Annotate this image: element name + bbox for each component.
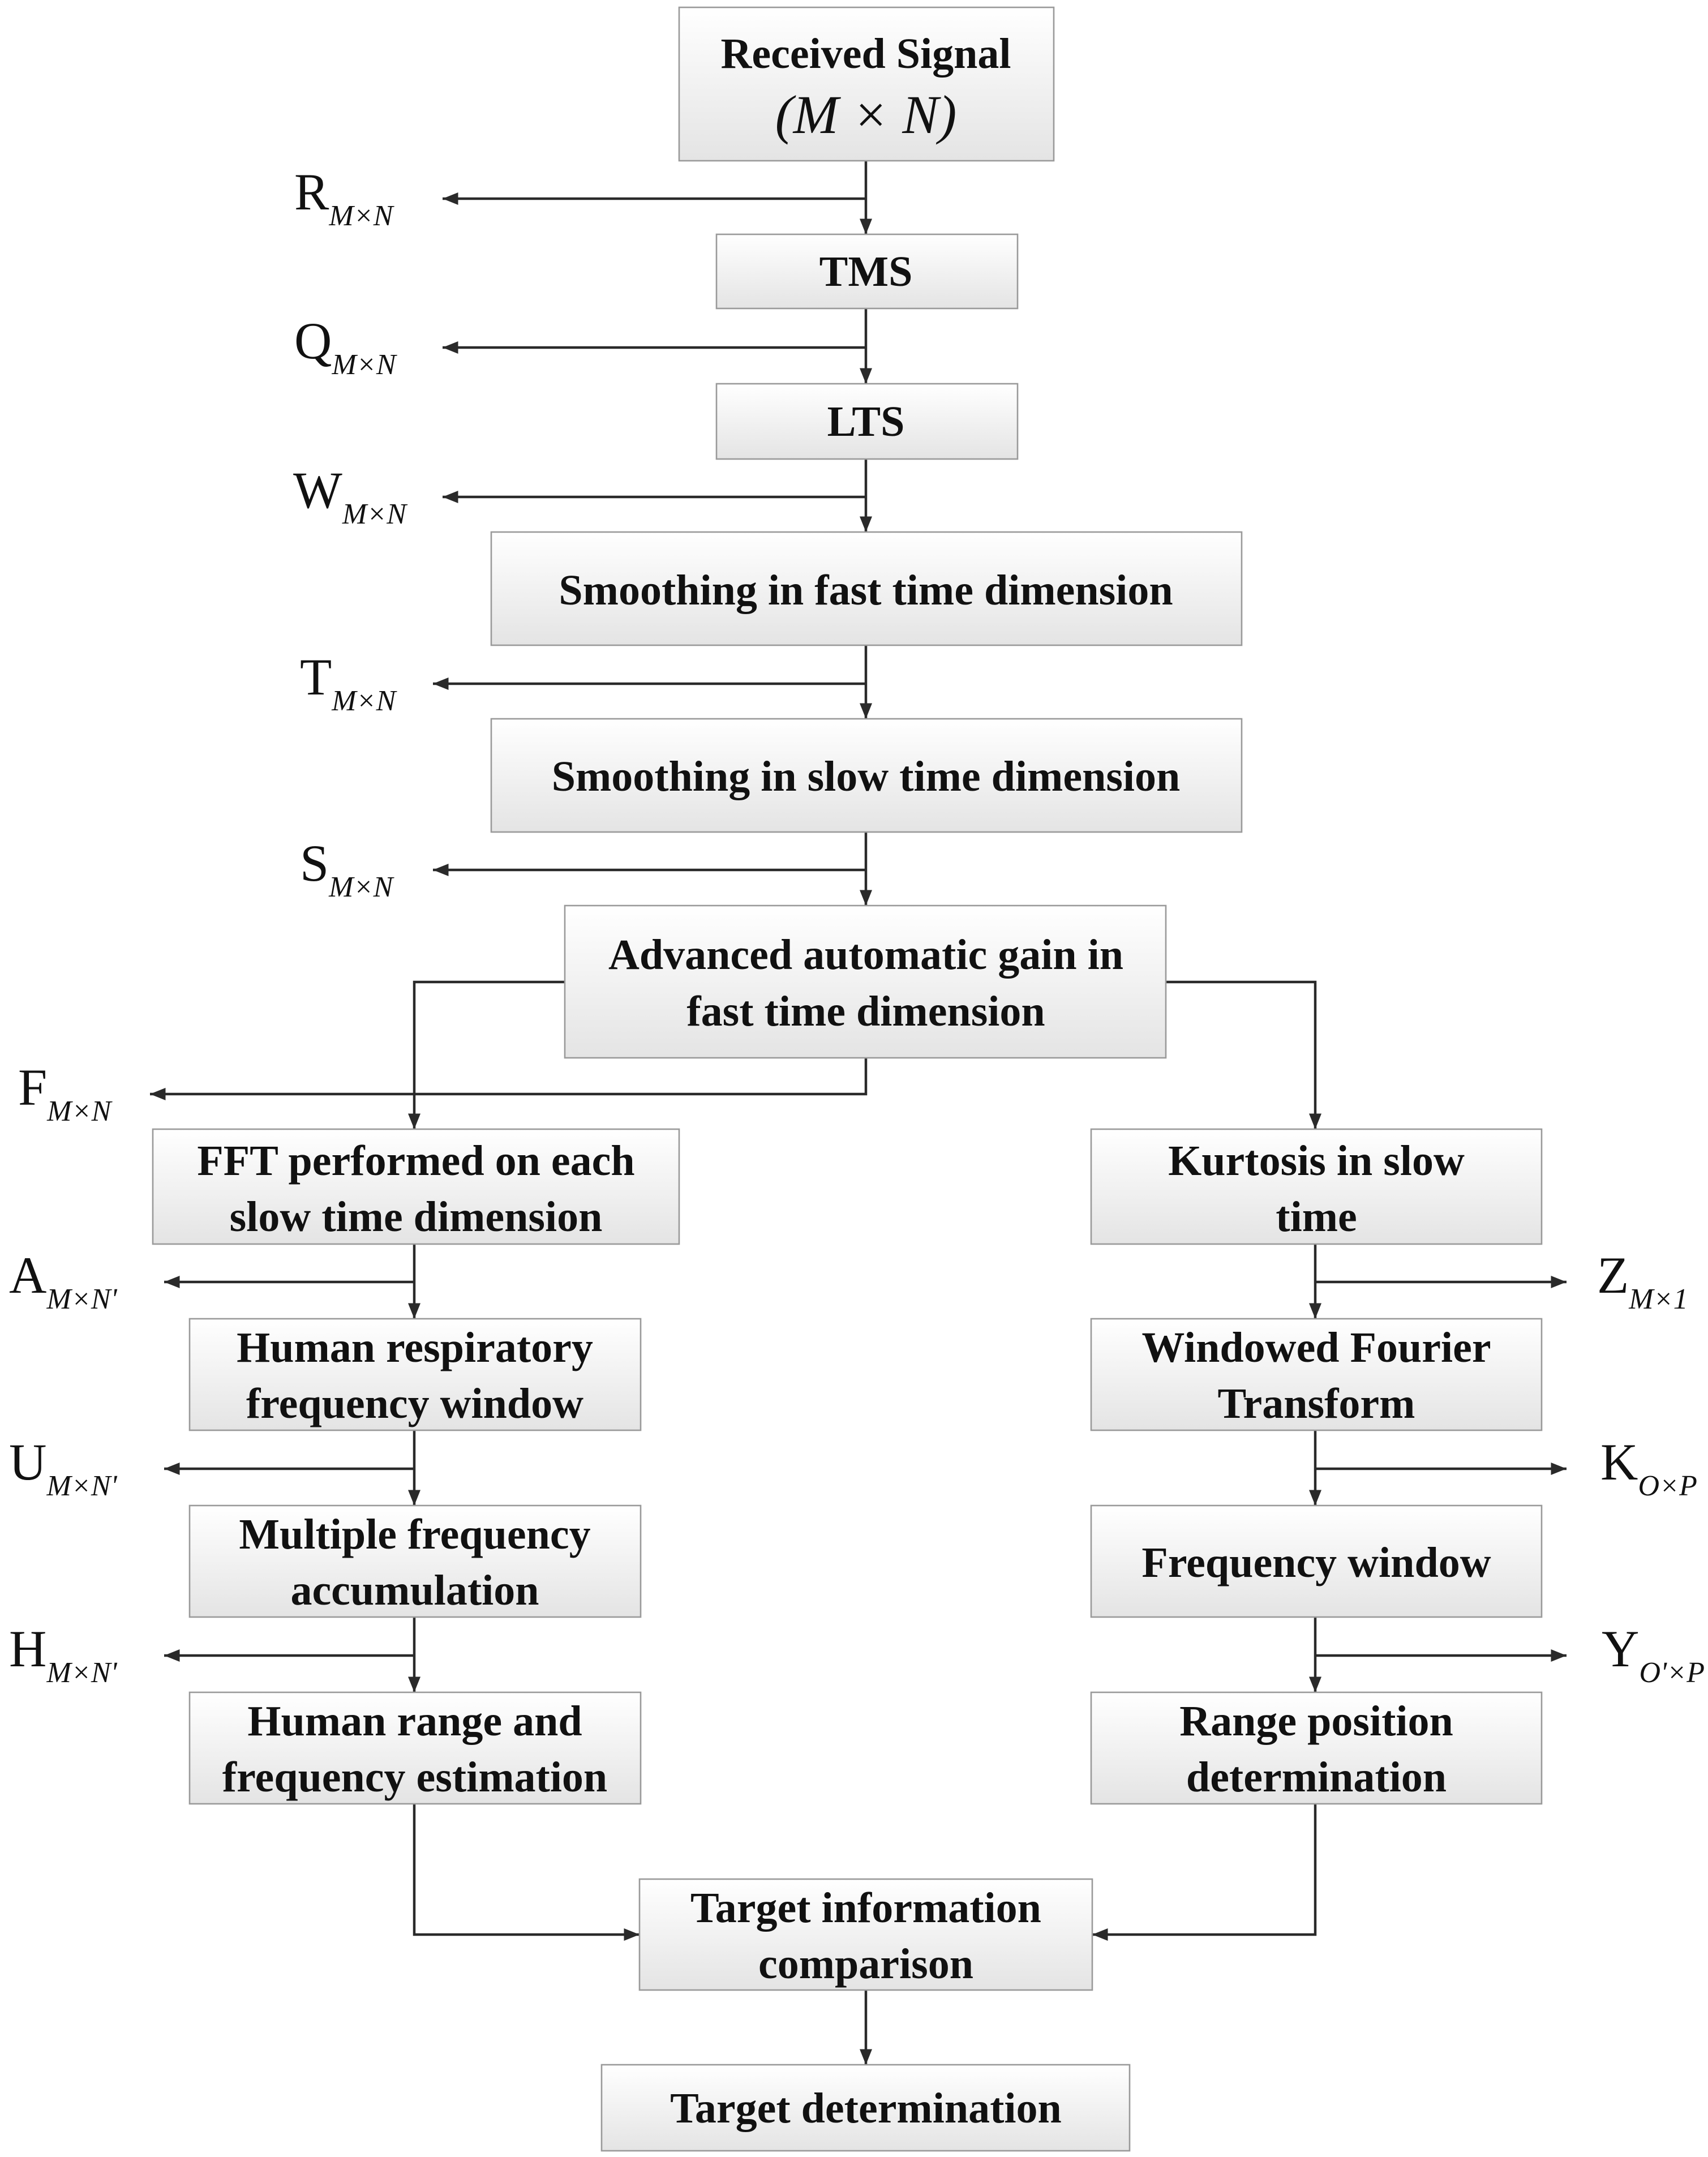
output-label-W: WM×N [293, 461, 408, 530]
box-fft-line-2: slow time dimension [230, 1193, 603, 1241]
box-smoothing-slow-line-1: Smoothing in slow time dimension [552, 753, 1181, 800]
box-range-position-line-2: determination [1186, 1753, 1447, 1801]
box-tms-line-1: TMS [819, 248, 913, 295]
box-fft-line-1: FFT performed on each [197, 1137, 634, 1185]
box-lts-line-1: LTS [827, 398, 905, 445]
box-range-position: Range position determination [1090, 1691, 1543, 1805]
box-multiple-frequency-line-2: accumulation [290, 1567, 539, 1614]
box-automatic-gain-line-1: Advanced automatic gain in [608, 931, 1123, 979]
output-label-Z: ZM×1 [1597, 1246, 1688, 1315]
box-respiratory-window-line-1: Human respiratory [237, 1324, 593, 1371]
box-received-signal-line-2: (M × N) [775, 84, 957, 145]
box-received-signal-line-1: Received Signal [721, 30, 1011, 78]
box-windowed-fourier: Windowed Fourier Transform [1090, 1318, 1543, 1431]
output-label-F: FM×N [18, 1058, 113, 1127]
box-target-comparison: Target information comparison [638, 1878, 1093, 1991]
box-frequency-window-line-1: Frequency window [1141, 1539, 1491, 1586]
box-kurtosis-line-1: Kurtosis in slow [1168, 1137, 1465, 1185]
box-smoothing-fast: Smoothing in fast time dimension [490, 531, 1243, 646]
box-fft: FFT performed on each slow time dimensio… [152, 1128, 680, 1245]
output-label-Q: QM×N [294, 312, 398, 381]
box-windowed-fourier-line-1: Windowed Fourier [1141, 1324, 1491, 1371]
box-smoothing-slow: Smoothing in slow time dimension [490, 718, 1243, 833]
box-multiple-frequency: Multiple frequency accumulation [188, 1504, 642, 1618]
output-labels: RM×N QM×N WM×N TM×N SM×N FM×N AM×N' UM×N… [9, 163, 1705, 1689]
box-range-frequency-estimation-line-2: frequency estimation [222, 1753, 607, 1801]
box-target-determination-line-1: Target determination [670, 2085, 1062, 2132]
box-kurtosis-line-2: time [1276, 1193, 1357, 1241]
output-label-T: TM×N [300, 648, 398, 717]
box-kurtosis: Kurtosis in slow time [1090, 1128, 1543, 1245]
box-target-determination: Target determination [600, 2064, 1131, 2152]
connectors [150, 161, 1567, 2065]
box-range-frequency-estimation-line-1: Human range and [247, 1697, 582, 1745]
arrow-range-freq-est-to-compare [413, 1804, 640, 1941]
output-label-S: SM×N [300, 834, 395, 903]
output-label-H: HM×N' [9, 1620, 118, 1689]
output-label-A: AM×N' [9, 1246, 118, 1315]
box-range-frequency-estimation: Human range and frequency estimation [188, 1691, 642, 1805]
box-target-comparison-line-2: comparison [758, 1940, 973, 1988]
box-range-position-line-1: Range position [1179, 1697, 1453, 1745]
box-received-signal: Received Signal (M × N) [678, 6, 1055, 162]
box-respiratory-window: Human respiratory frequency window [188, 1318, 642, 1431]
output-label-K: KO×P [1600, 1433, 1697, 1502]
box-frequency-window: Frequency window [1090, 1504, 1543, 1618]
output-label-U: UM×N' [9, 1433, 118, 1502]
box-target-comparison-line-1: Target information [690, 1884, 1041, 1932]
output-label-Y: YO'×P [1602, 1620, 1705, 1689]
box-respiratory-window-line-2: frequency window [246, 1380, 583, 1427]
box-tms: TMS [715, 233, 1019, 310]
arrow-out-F [150, 1058, 868, 1100]
box-windowed-fourier-line-2: Transform [1218, 1380, 1415, 1427]
box-lts: LTS [715, 383, 1019, 460]
box-automatic-gain-line-2: fast time dimension [686, 988, 1045, 1035]
box-smoothing-fast-line-1: Smoothing in fast time dimension [559, 567, 1173, 614]
arrow-range-pos-to-compare [1092, 1804, 1317, 1941]
arrow-agc-to-fft [408, 980, 565, 1129]
box-multiple-frequency-line-1: Multiple frequency [239, 1511, 590, 1558]
arrow-agc-to-kurtosis [1166, 980, 1321, 1129]
output-label-R: RM×N [294, 163, 395, 232]
process-boxes: Received Signal (M × N) TMS LTS Smoothin… [152, 6, 1543, 2152]
box-automatic-gain: Advanced automatic gain in fast time dim… [564, 904, 1167, 1059]
